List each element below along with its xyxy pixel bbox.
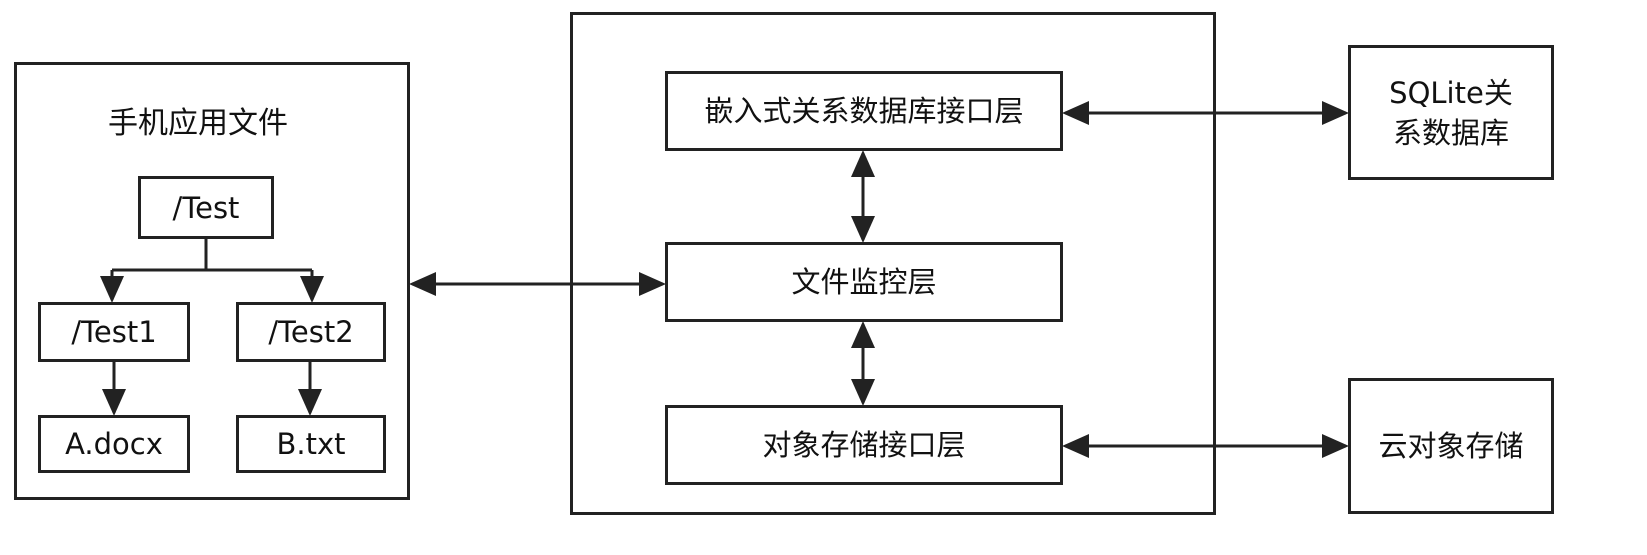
tree-node-file1-label: A.docx xyxy=(65,427,163,461)
cloud-object-storage-label: 云对象存储 xyxy=(1378,429,1524,463)
tree-node-file2: B.txt xyxy=(236,415,386,473)
db-interface-layer-label: 嵌入式关系数据库接口层 xyxy=(704,94,1024,128)
file-monitor-layer-label: 文件监控层 xyxy=(791,265,937,299)
tree-node-file1: A.docx xyxy=(38,415,190,473)
cloud-object-storage-box: 云对象存储 xyxy=(1348,378,1554,514)
db-interface-layer: 嵌入式关系数据库接口层 xyxy=(665,71,1063,151)
storage-interface-layer-label: 对象存储接口层 xyxy=(762,428,966,462)
sqlite-database-box: SQLite关 系数据库 xyxy=(1348,45,1554,180)
tree-node-root-label: /Test xyxy=(172,190,240,225)
storage-interface-layer: 对象存储接口层 xyxy=(665,405,1063,485)
tree-node-folder1-label: /Test1 xyxy=(71,315,157,349)
tree-node-folder2-label: /Test2 xyxy=(268,315,354,349)
sqlite-database-label-line2: 系数据库 xyxy=(1392,115,1509,150)
tree-node-folder2: /Test2 xyxy=(236,302,386,362)
mobile-app-files-title: 手机应用文件 xyxy=(108,106,288,141)
tree-node-file2-label: B.txt xyxy=(276,427,346,461)
tree-node-root: /Test xyxy=(138,176,274,239)
tree-node-folder1: /Test1 xyxy=(38,302,190,362)
sqlite-database-label-line1: SQLite关 xyxy=(1389,75,1513,110)
file-monitor-layer: 文件监控层 xyxy=(665,242,1063,322)
